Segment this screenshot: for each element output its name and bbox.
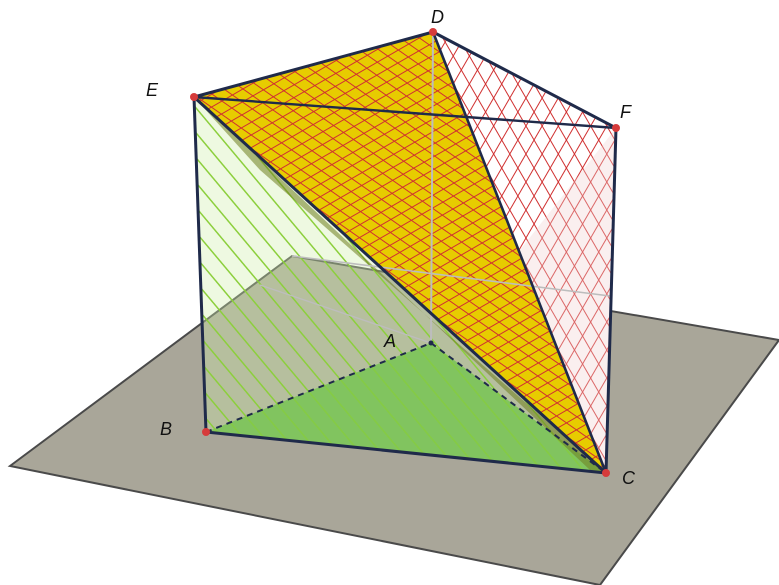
label-f: F xyxy=(620,102,632,122)
segment-plane-mid xyxy=(291,255,611,297)
green-base-hatch xyxy=(206,343,606,473)
point-e xyxy=(190,93,198,101)
edge-f-c xyxy=(604,127,618,474)
edge-e-b xyxy=(192,96,208,433)
label-e: E xyxy=(146,80,159,100)
point-f xyxy=(612,124,620,132)
edge-e-d xyxy=(193,30,434,99)
segment-d-a xyxy=(430,31,434,344)
point-d xyxy=(429,28,437,36)
right-face-hatch-b xyxy=(433,32,616,473)
segment-e-f xyxy=(193,95,617,130)
edge-d-c xyxy=(431,31,608,474)
point-c xyxy=(602,469,610,477)
label-d: D xyxy=(431,7,444,27)
point-a xyxy=(428,340,434,346)
label-a: A xyxy=(383,331,396,351)
edge-d-f xyxy=(432,30,617,130)
edge-e-c xyxy=(192,95,608,475)
label-c: C xyxy=(622,468,636,488)
edge-b-c xyxy=(205,430,607,475)
label-b: B xyxy=(160,419,172,439)
point-b xyxy=(202,428,210,436)
right-lower-region xyxy=(520,128,616,473)
hidden-edge-a-c xyxy=(430,342,607,474)
segment-plane-mid-2 xyxy=(259,284,432,344)
hidden-edge-b-a xyxy=(205,342,432,433)
yellow-face-hatch-b xyxy=(194,32,606,473)
